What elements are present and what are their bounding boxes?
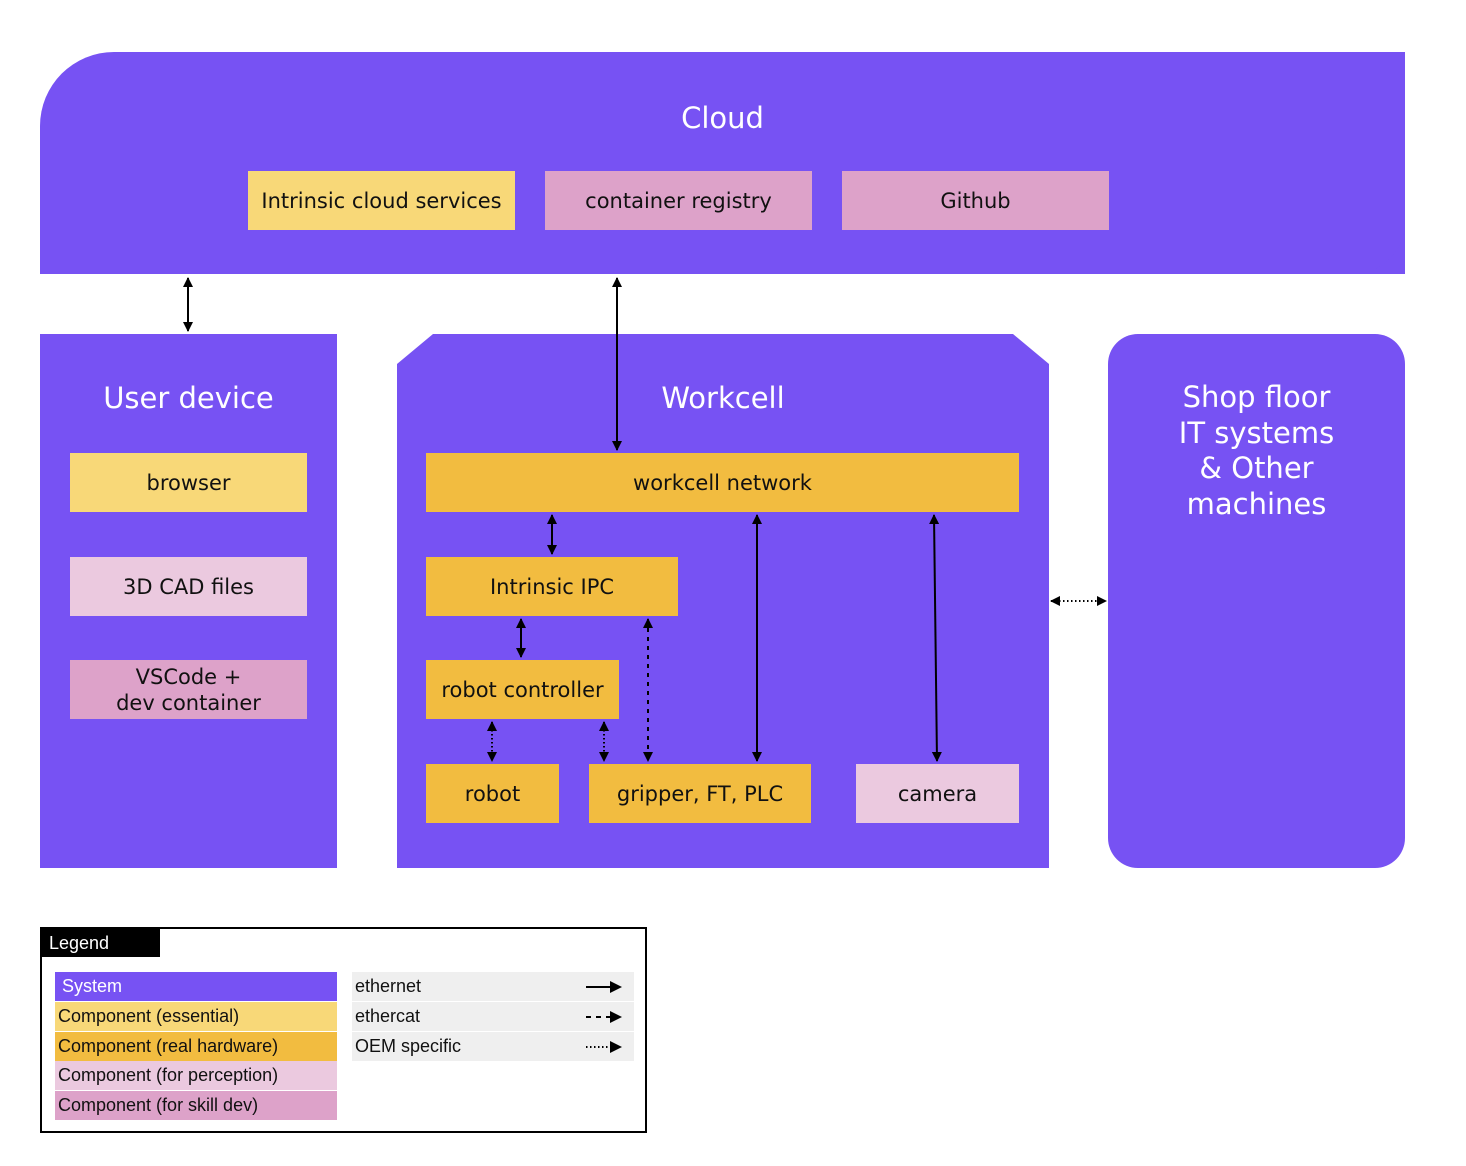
shop-floor-title: Shop floor IT systems & Other machines [1178,380,1335,521]
connection-network-camera [929,514,942,762]
component-camera: camera [856,764,1019,823]
component-browser: browser [70,453,307,512]
component-container-registry: container registry [545,171,812,230]
legend-color-skill-dev: Component (for skill dev) [55,1091,337,1120]
cloud-corner [1300,52,1405,274]
user-device-title: User device [103,381,274,415]
legend-color-system: System [55,972,337,1001]
legend: Legend System Component (essential) Comp… [40,927,647,1133]
workcell-title: Workcell [661,381,785,415]
legend-color-perception: Component (for perception) [55,1061,337,1090]
component-robot-controller: robot controller [426,660,619,719]
component-workcell-network: workcell network [426,453,1019,512]
legend-title: Legend [42,929,160,957]
legend-line-oem-label: OEM specific [355,1036,462,1056]
legend-color-real-hardware: Component (real hardware) [55,1032,337,1061]
legend-line-ethernet-label: ethernet [355,976,422,996]
component-gripper-ft-plc: gripper, FT, PLC [589,764,811,823]
solid-arrow-icon [586,981,622,993]
legend-color-essential: Component (essential) [55,1002,337,1031]
component-robot: robot [426,764,559,823]
component-intrinsic-cloud-services: Intrinsic cloud services [248,171,515,230]
dashed-arrow-icon [586,1011,622,1023]
component-github: Github [842,171,1109,230]
cloud-system: Cloud [40,52,1405,274]
legend-line-ethernet: ethernet [352,972,634,1001]
legend-line-ethercat-label: ethercat [355,1006,421,1026]
legend-line-oem-specific: OEM specific [352,1032,634,1061]
shop-floor-system: Shop floor IT systems & Other machines [1108,334,1405,868]
component-3d-cad-files: 3D CAD files [70,557,307,616]
cloud-title: Cloud [681,101,764,135]
component-vscode-dev-container: VSCode + dev container [70,660,307,719]
legend-line-ethercat: ethercat [352,1002,634,1031]
component-intrinsic-ipc: Intrinsic IPC [426,557,678,616]
dotted-arrow-icon [586,1041,622,1053]
